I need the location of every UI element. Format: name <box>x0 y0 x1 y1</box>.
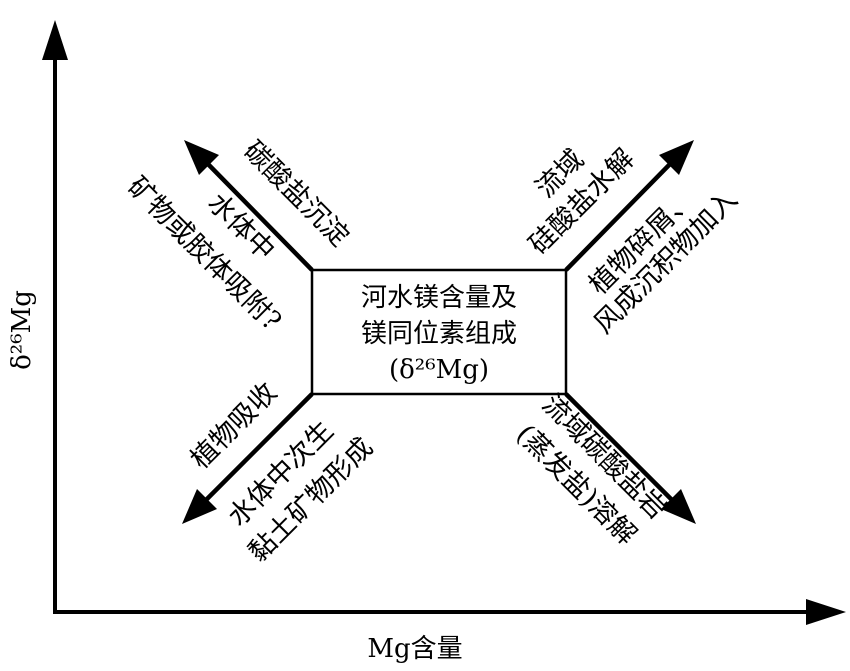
upper-right-arrowhead-icon <box>659 140 694 175</box>
center-box-line-1: 河水镁含量及 <box>361 283 517 313</box>
upper-left-arrowhead-icon <box>184 140 219 175</box>
center-box <box>310 268 568 396</box>
lower-right-arrow-line <box>564 392 676 504</box>
y-axis-label: δ²⁶Mg <box>7 290 37 370</box>
lower-right-arrowhead-icon <box>661 489 696 524</box>
x-axis-label: Mg含量 <box>367 634 462 664</box>
center-box-line-3: (δ²⁶Mg) <box>389 355 489 385</box>
center-box-line-2: 镁同位素组成 <box>361 319 517 349</box>
y-axis-arrowhead-icon <box>42 20 68 60</box>
lower-left-outer-label: 植物吸收 <box>185 377 283 475</box>
x-axis-arrowhead-icon <box>806 599 846 625</box>
lower-left-arrow-line <box>202 392 314 504</box>
upper-right-arrow-line <box>564 160 674 272</box>
lower-left-arrowhead-icon <box>182 489 217 524</box>
upper-left-arrow-line <box>204 160 314 272</box>
